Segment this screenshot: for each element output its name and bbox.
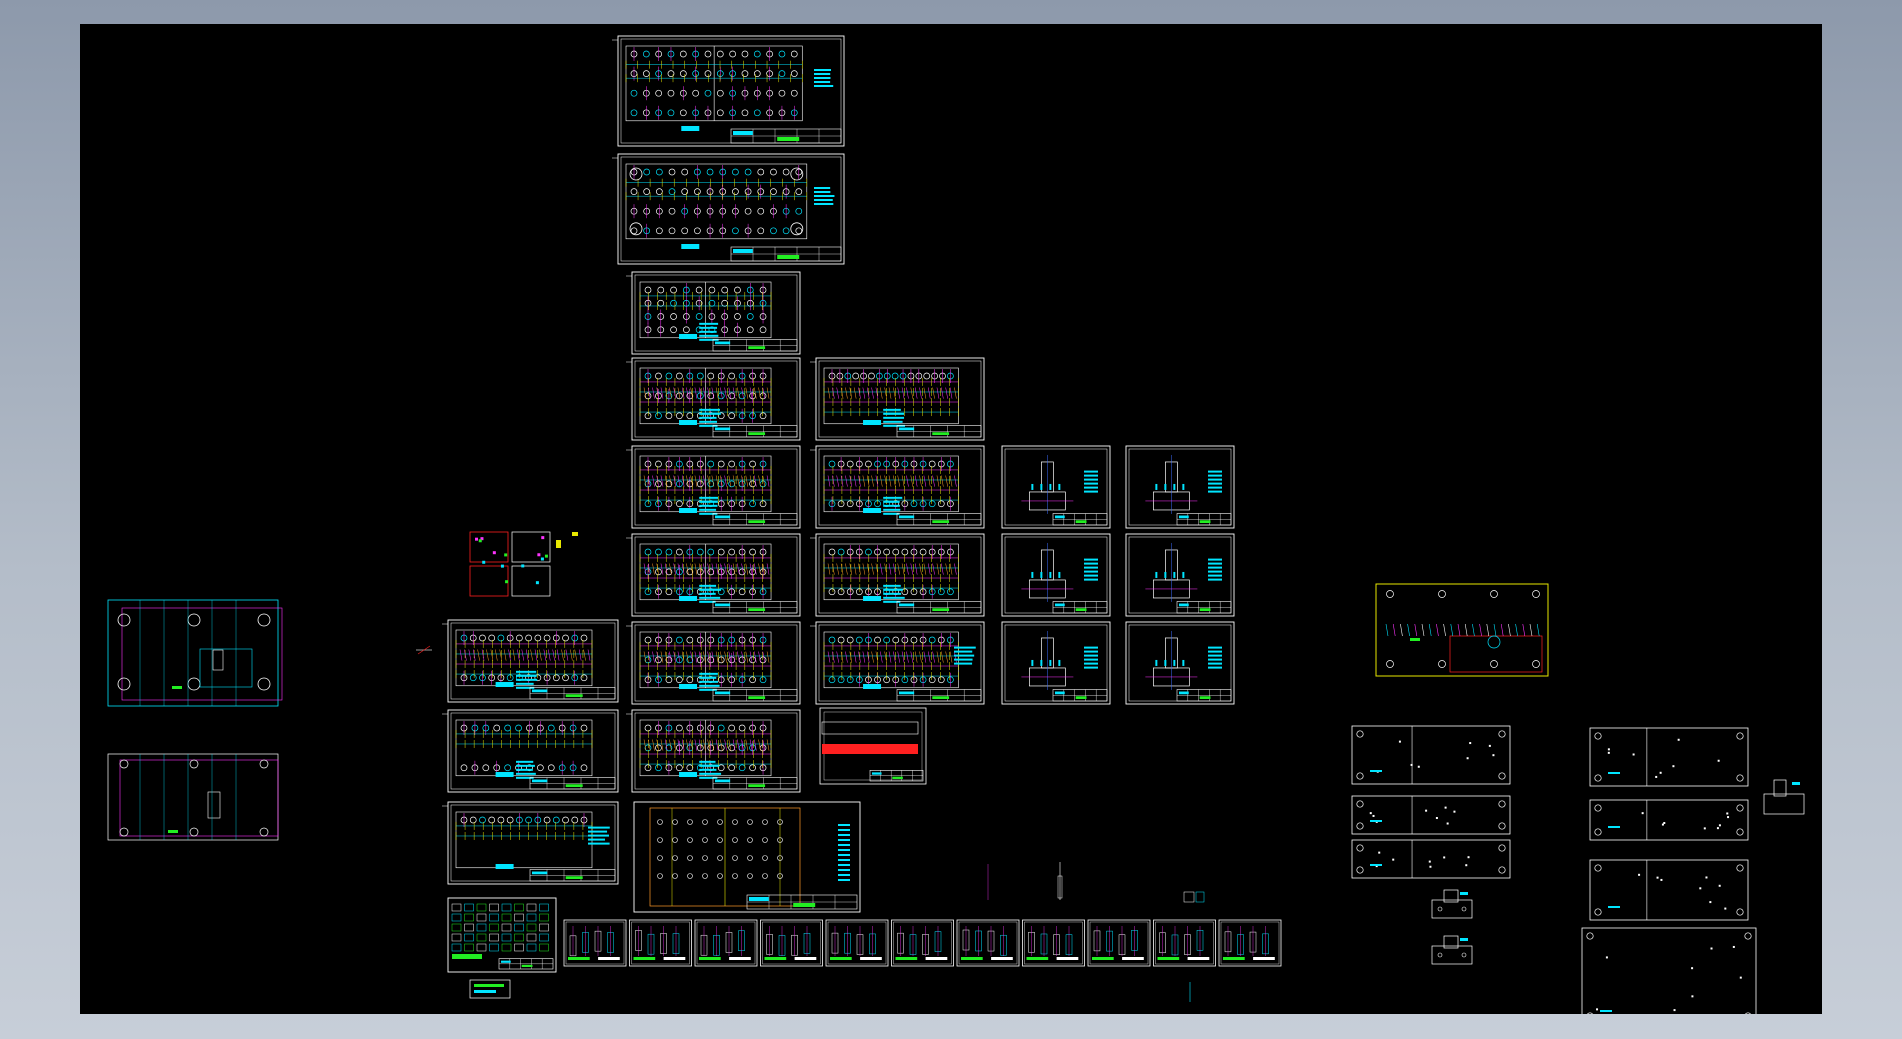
detail-sheet-8[interactable] xyxy=(1022,919,1085,967)
strip-layout-3[interactable] xyxy=(442,801,619,885)
base-plate[interactable] xyxy=(1375,583,1549,677)
detail-sheet-10[interactable] xyxy=(1153,919,1216,967)
punch-4[interactable] xyxy=(1125,445,1235,529)
punch-1[interactable] xyxy=(1001,445,1111,529)
plate-4[interactable] xyxy=(626,357,801,441)
die-plate-upper[interactable] xyxy=(107,599,283,707)
detail-sheet-5[interactable] xyxy=(825,919,889,967)
strip-layout-2[interactable] xyxy=(442,709,619,793)
insert-5[interactable] xyxy=(819,707,927,785)
parts-list-sheet[interactable] xyxy=(447,897,557,973)
plate-r4[interactable] xyxy=(1581,927,1757,1014)
insert-3[interactable] xyxy=(810,533,985,617)
cad-model-space[interactable] xyxy=(80,24,1822,1014)
stray-marks[interactable] xyxy=(987,862,1205,1002)
cad-drawing-canvas[interactable] xyxy=(80,24,1822,1014)
detail-sheet-4[interactable] xyxy=(760,919,823,967)
detail-sheet-6[interactable] xyxy=(891,919,954,967)
detail-sheet-11[interactable] xyxy=(1218,919,1282,967)
detail-sheet-9[interactable] xyxy=(1087,919,1151,967)
plate-8[interactable] xyxy=(626,709,801,793)
plate-6[interactable] xyxy=(626,533,801,617)
detail-sheet-7[interactable] xyxy=(956,919,1020,967)
die-plate-lower[interactable] xyxy=(107,753,279,841)
plate-3[interactable] xyxy=(626,271,801,355)
plate-5[interactable] xyxy=(626,445,801,529)
sub-plate-2[interactable] xyxy=(1351,795,1511,835)
detail-sheet-3[interactable] xyxy=(694,919,758,967)
legend-tile[interactable] xyxy=(469,979,511,999)
plate-r3[interactable] xyxy=(1589,859,1749,921)
plate-7[interactable] xyxy=(626,621,801,705)
view-cluster-small[interactable] xyxy=(469,531,578,597)
plate-r2[interactable] xyxy=(1589,799,1749,841)
detail-sheet-1[interactable] xyxy=(563,919,627,967)
insert-4[interactable] xyxy=(810,621,985,705)
insert-2[interactable] xyxy=(810,445,985,529)
punch-6[interactable] xyxy=(1125,621,1235,705)
plate-r1[interactable] xyxy=(1589,727,1749,787)
assembly-drawing[interactable] xyxy=(633,801,861,913)
small-tabs[interactable] xyxy=(1431,779,1805,965)
sub-plate-3[interactable] xyxy=(1351,839,1511,879)
insert-1[interactable] xyxy=(810,357,985,441)
detail-sheet-2[interactable] xyxy=(629,919,692,967)
lead-in-marks[interactable] xyxy=(416,645,432,655)
plate-1[interactable] xyxy=(612,35,845,147)
punch-3[interactable] xyxy=(1001,621,1111,705)
plate-2[interactable] xyxy=(612,153,845,265)
strip-layout-1[interactable] xyxy=(442,619,619,703)
punch-2[interactable] xyxy=(1001,533,1111,617)
sub-plate-1[interactable] xyxy=(1351,725,1511,785)
punch-5[interactable] xyxy=(1125,533,1235,617)
